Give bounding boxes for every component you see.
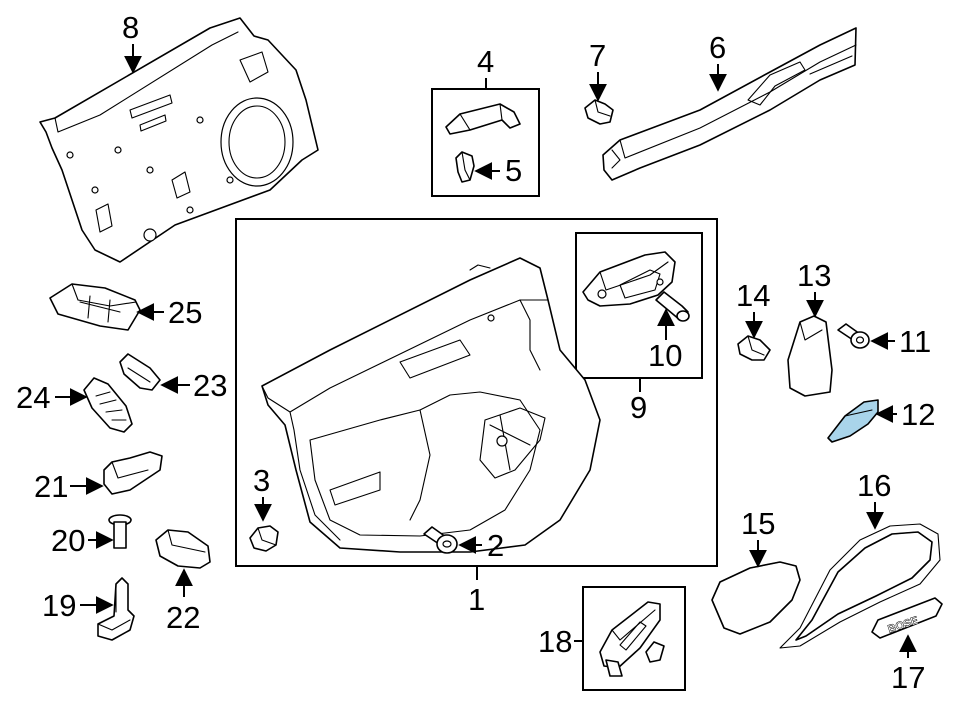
part-10-screw	[655, 291, 690, 322]
part-22-cover	[155, 529, 211, 569]
callout-21: 21	[34, 469, 68, 504]
part-20-pin	[108, 514, 132, 549]
callout-13: 13	[797, 258, 831, 293]
callout-25: 25	[168, 295, 202, 330]
part-4-bracket	[445, 103, 521, 135]
callout-19: 19	[42, 588, 76, 623]
callout-11: 11	[899, 324, 931, 359]
part-1-door-trim-panel	[261, 257, 601, 553]
part-2-screw	[423, 526, 458, 554]
callout-16: 16	[857, 468, 891, 503]
part-21-clip	[103, 451, 163, 495]
part-15-speaker-grille	[711, 561, 801, 635]
frame-switch-assembly	[582, 586, 686, 691]
part-25-bezel	[49, 283, 141, 331]
part-13-cover	[787, 315, 833, 397]
callout-9: 9	[630, 390, 647, 425]
part-9-pull-handle	[582, 251, 676, 307]
part-6-upper-trim	[602, 27, 857, 181]
part-12-highlight	[827, 399, 879, 443]
part-14-clip	[737, 335, 771, 361]
callout-18: 18	[538, 624, 572, 659]
frame-bracket	[431, 88, 540, 197]
part-19-clip	[97, 577, 135, 641]
callout-24: 24	[16, 380, 50, 415]
part-11-screw	[837, 323, 870, 349]
callout-10: 10	[648, 338, 682, 373]
callout-17: 17	[891, 660, 925, 695]
part-24-switch	[83, 377, 133, 433]
callout-8: 8	[122, 10, 139, 45]
callout-7: 7	[589, 38, 606, 73]
part-16-speaker-grille	[779, 523, 941, 649]
callout-3: 3	[253, 463, 270, 498]
callout-1: 1	[468, 582, 485, 617]
callout-23: 23	[193, 368, 227, 403]
callout-4: 4	[477, 44, 494, 79]
callout-2: 2	[487, 528, 504, 563]
part-17-badge: BOSE	[871, 597, 943, 639]
frame-pull-handle	[575, 232, 703, 379]
part-23-switch	[119, 353, 161, 391]
callout-15: 15	[741, 506, 775, 541]
part-5-clip	[455, 151, 475, 183]
part-8-water-shield	[39, 17, 319, 263]
callout-20: 20	[51, 523, 85, 558]
callout-12: 12	[901, 397, 935, 432]
part-12-trim	[827, 399, 879, 443]
callout-5: 5	[505, 153, 522, 188]
part-18-switch-assembly	[599, 601, 665, 677]
callout-22: 22	[166, 600, 200, 635]
part-7-clip	[584, 99, 614, 125]
callout-6: 6	[709, 30, 726, 65]
callout-14: 14	[736, 278, 770, 313]
part-3-clip	[249, 525, 279, 552]
